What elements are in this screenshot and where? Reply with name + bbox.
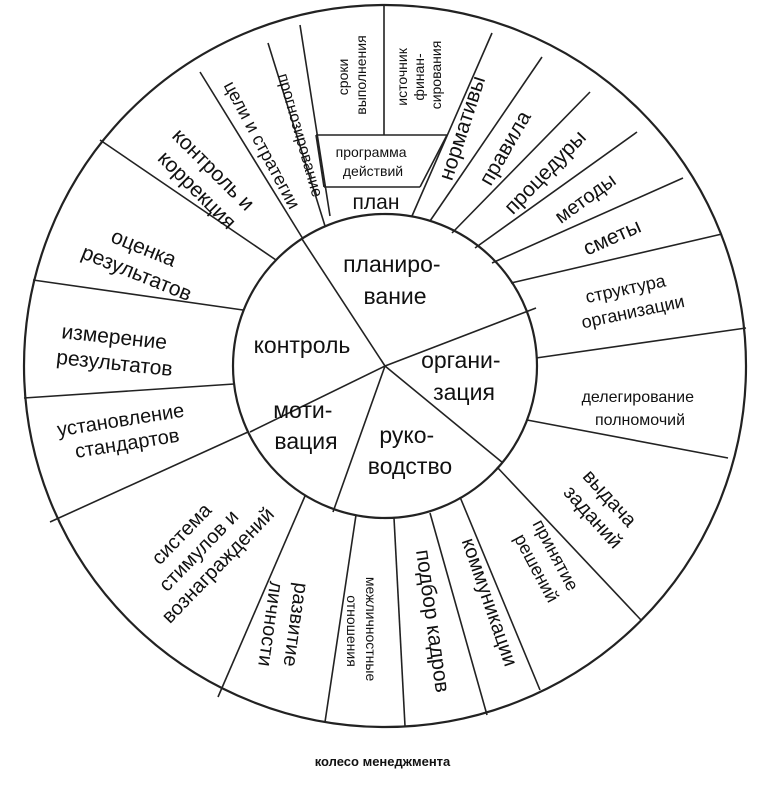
core-leading: руко- водство <box>368 422 452 479</box>
sector-communications: коммуникации <box>457 535 521 669</box>
divider <box>429 512 488 716</box>
text-line: зация <box>433 379 495 405</box>
sector-dividers <box>23 6 747 727</box>
text-line: отношения <box>344 595 360 667</box>
text-line: полномочий <box>595 412 685 429</box>
text-line: контроль <box>254 332 351 358</box>
text-line: программа <box>336 144 407 160</box>
divider <box>411 32 493 217</box>
core-dividers <box>249 238 537 513</box>
divider <box>429 56 543 222</box>
text-line: методы <box>551 169 620 228</box>
divider <box>32 279 244 311</box>
text-line: межличностные <box>363 577 379 682</box>
text-line: финан- <box>411 53 427 101</box>
management-wheel-diagram: планиро- вание органи- зация руко- водст… <box>22 3 748 729</box>
text-line: делегирование <box>582 389 695 406</box>
divider <box>267 42 326 227</box>
text-line: действий <box>343 163 403 179</box>
sector-decisions: принятие решений <box>508 516 585 609</box>
divider <box>249 365 386 433</box>
divider <box>332 365 386 513</box>
sector-measurement: измерение результатов <box>55 320 176 381</box>
sector-delegation: делегирование полномочий <box>582 389 699 429</box>
divider <box>299 24 331 217</box>
text-line: сроки <box>335 59 351 96</box>
text-line: вация <box>274 428 337 454</box>
text-line: источник <box>394 47 410 105</box>
sector-deadlines: сроки выполнения <box>335 35 369 114</box>
sector-development: развитие личности <box>253 578 312 674</box>
core-planning: планиро- вание <box>343 251 447 309</box>
divider <box>23 383 235 399</box>
sector-methods: методы <box>551 169 620 228</box>
text-line: водство <box>368 453 452 479</box>
divider <box>49 431 249 523</box>
divider <box>393 517 406 727</box>
sector-financing: источник финан- сирования <box>394 41 444 110</box>
divider <box>99 139 277 261</box>
sector-incentives: система стимулов и вознаграждений <box>123 470 279 628</box>
outer-ring <box>22 3 748 729</box>
divider <box>510 233 723 284</box>
sector-plan: план <box>353 191 400 214</box>
divider <box>491 177 684 264</box>
divider <box>384 307 537 367</box>
divider <box>324 514 357 723</box>
sector-structure: структура организации <box>575 268 687 333</box>
diagram-caption: колесо менеджмента <box>314 754 451 769</box>
sector-relations: межличностные отношения <box>344 577 379 685</box>
text-line: план <box>353 191 400 214</box>
divider <box>496 466 642 621</box>
core-control: контроль <box>254 332 351 358</box>
divider <box>451 91 591 234</box>
core-motivation: моти- вация <box>273 397 339 454</box>
text-line: моти- <box>273 397 332 423</box>
divider <box>535 327 747 359</box>
sector-standards: установление стандартов <box>56 399 195 465</box>
text-line: органи- <box>421 347 500 373</box>
inner-ring <box>231 212 539 520</box>
text-line: сирования <box>428 41 444 110</box>
sector-program: программа действий <box>336 144 411 179</box>
text-line: вание <box>363 283 426 309</box>
sector-tasks: выдача заданий <box>559 465 645 553</box>
divider <box>474 131 638 249</box>
text-line: руко- <box>379 422 434 448</box>
divider <box>526 419 729 459</box>
divider <box>419 134 448 188</box>
divider <box>301 238 386 367</box>
text-line: планиро- <box>343 251 440 277</box>
sector-correction: контроль и коррекция <box>149 124 263 238</box>
text-line: выполнения <box>353 35 369 114</box>
divider <box>199 71 304 240</box>
sector-evaluation: оценка результатов <box>78 217 205 306</box>
core-organizing: органи- зация <box>421 347 507 405</box>
divider <box>217 495 306 698</box>
divider <box>315 134 325 188</box>
text-line: подбор кадров <box>411 548 454 694</box>
sector-staffing: подбор кадров <box>411 548 454 694</box>
divider <box>384 365 504 464</box>
text-line: коммуникации <box>457 535 521 669</box>
divider <box>459 496 541 691</box>
